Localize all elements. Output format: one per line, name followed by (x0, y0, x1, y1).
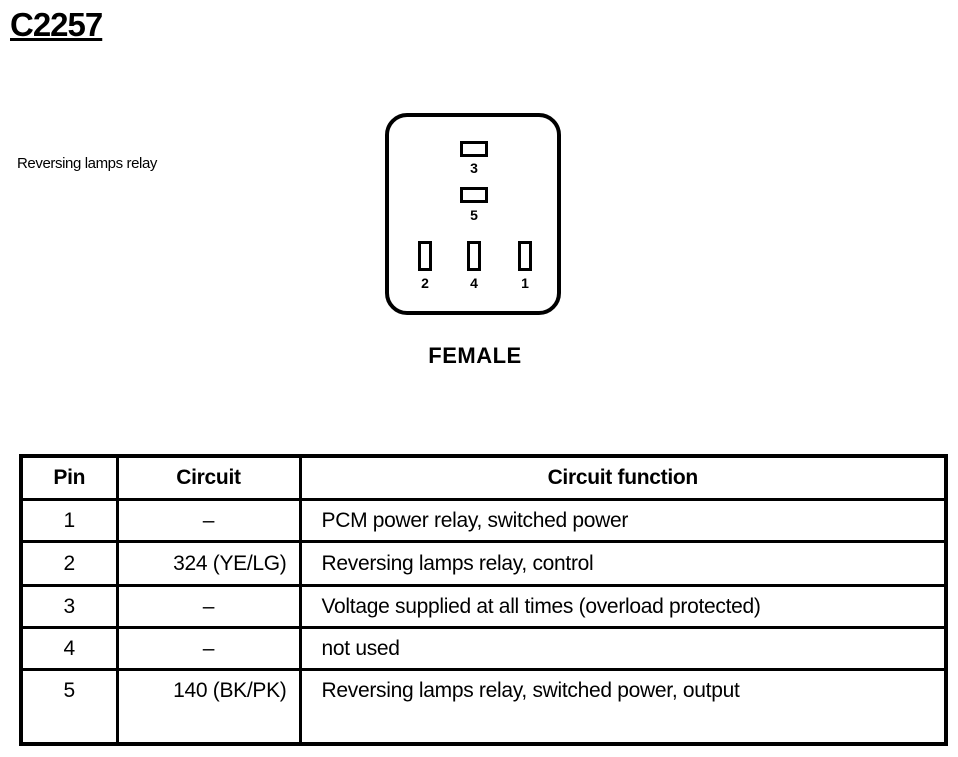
table-row: 4 – not used (19, 626, 948, 671)
pin-5-terminal (460, 187, 488, 203)
pin-4-terminal (467, 241, 481, 271)
pin-5-label: 5 (470, 207, 478, 223)
pin-2-terminal (418, 241, 432, 271)
connector-gender-label: FEMALE (428, 343, 522, 368)
header-circuit-function: Circuit function (298, 454, 948, 501)
pin-3-label: 3 (470, 160, 478, 176)
pin-3-terminal (460, 141, 488, 157)
function-cell: Reversing lamps relay, control (298, 540, 948, 587)
circuit-cell: – (115, 626, 302, 671)
connector-description: Reversing lamps relay (17, 155, 157, 172)
pin-2-label: 2 (421, 275, 429, 291)
pin-1-label: 1 (521, 275, 529, 291)
header-pin: Pin (19, 454, 119, 501)
circuit-cell: 324 (YE/LG) (115, 540, 302, 587)
connector-face: 3 5 2 4 1 (385, 113, 561, 315)
pin-cell: 4 (19, 626, 119, 671)
table-row: 2 324 (YE/LG) Reversing lamps relay, con… (19, 540, 948, 587)
table-header-row: Pin Circuit Circuit function (19, 454, 948, 501)
pin-cell: 1 (19, 498, 119, 543)
table-row: 3 – Voltage supplied at all times (overl… (19, 584, 948, 629)
pinout-table: Pin Circuit Circuit function 1 – PCM pow… (19, 454, 948, 746)
pin-1-terminal (518, 241, 532, 271)
pin-4-label: 4 (470, 275, 478, 291)
table-row: 1 – PCM power relay, switched power (19, 498, 948, 543)
pin-cell: 5 (19, 668, 119, 746)
function-cell: Voltage supplied at all times (overload … (298, 584, 948, 629)
function-cell: PCM power relay, switched power (298, 498, 948, 543)
table-row: 5 140 (BK/PK) Reversing lamps relay, swi… (19, 668, 948, 746)
connector-title: C2257 (10, 6, 103, 43)
function-cell: Reversing lamps relay, switched power, o… (298, 668, 948, 746)
circuit-cell: 140 (BK/PK) (115, 668, 302, 746)
pin-cell: 2 (19, 540, 119, 587)
function-cell: not used (298, 626, 948, 671)
pin-cell: 3 (19, 584, 119, 629)
header-circuit: Circuit (115, 454, 302, 501)
circuit-cell: – (115, 584, 302, 629)
circuit-cell: – (115, 498, 302, 543)
